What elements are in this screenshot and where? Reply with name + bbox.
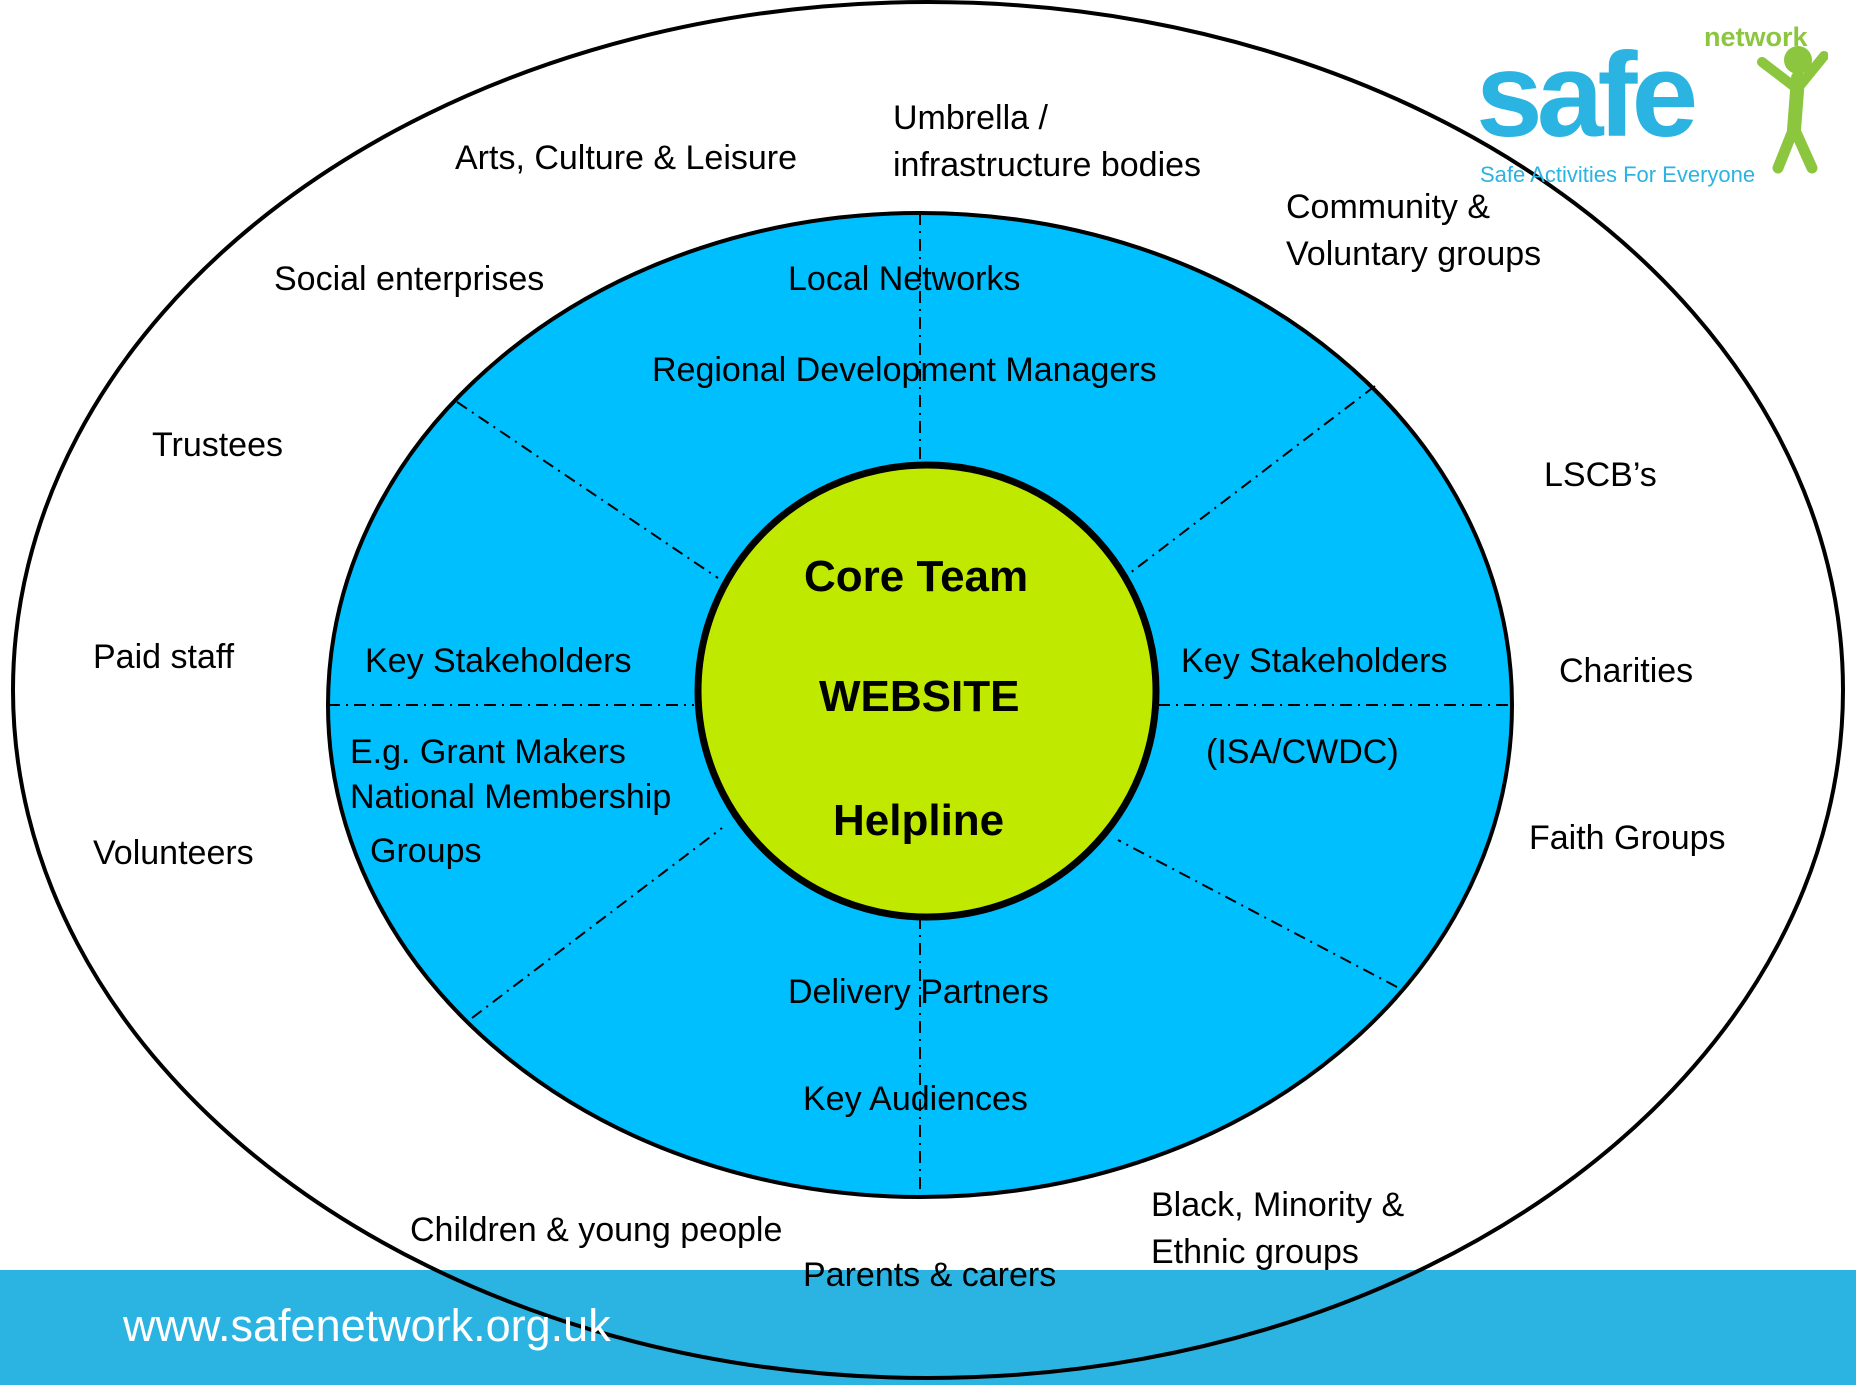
faith-groups-label: Faith Groups	[1529, 819, 1726, 857]
divider-lower-right	[1117, 839, 1398, 988]
logo-safe-wordmark: safe	[1478, 28, 1694, 162]
umbrella-bodies-label: Umbrella / infrastructure bodies	[893, 95, 1201, 189]
community-line2: Voluntary groups	[1286, 234, 1542, 273]
website-label: WEBSITE	[819, 672, 1020, 721]
trustees-label: Trustees	[152, 426, 284, 464]
key-stakeholders-left-example: National Membership	[350, 778, 672, 816]
umbrella-line1: Umbrella /	[893, 99, 1048, 137]
outer-ring	[11, 0, 1845, 1380]
logo-tagline: Safe Activities For Everyone	[1480, 162, 1755, 187]
safe-network-logo: network safe Safe Activities For Everyon…	[1478, 22, 1828, 187]
children-young-people-label: Children & young people	[410, 1211, 783, 1249]
logo-network-text: network	[1704, 22, 1809, 52]
lscb-label: LSCB’s	[1544, 456, 1657, 494]
core-circle	[694, 461, 1160, 921]
charities-label: Charities	[1559, 652, 1694, 690]
community-voluntary-label: Community & Voluntary groups	[1286, 184, 1541, 278]
bme-groups-label: Black, Minority & Ethnic groups	[1151, 1182, 1404, 1276]
key-stakeholders-right-label: Key Stakeholders	[1181, 642, 1448, 680]
bme-line1: Black, Minority &	[1151, 1186, 1405, 1224]
divider-upper-left	[456, 401, 719, 579]
local-networks-label: Local Networks	[788, 260, 1021, 298]
footer-url-link[interactable]: www.safenetwork.org.uk	[123, 1300, 611, 1351]
bme-line2: Ethnic groups	[1151, 1232, 1359, 1271]
logo-figure-icon	[1757, 46, 1828, 174]
delivery-partners-label: Delivery Partners	[788, 973, 1049, 1011]
umbrella-line2: infrastructure bodies	[893, 145, 1202, 184]
regional-managers-label: Regional Development Managers	[652, 351, 1157, 389]
arts-culture-label: Arts, Culture & Leisure	[455, 139, 798, 177]
core-team-label: Core Team	[804, 552, 1029, 601]
divider-lower-left	[471, 827, 723, 1019]
footer-bar	[0, 1270, 1856, 1385]
social-enterprises-label: Social enterprises	[274, 260, 545, 298]
paid-staff-label: Paid staff	[93, 638, 235, 676]
key-stakeholders-left-example: Groups	[370, 832, 482, 870]
key-stakeholders-right-example: (ISA/CWDC)	[1206, 733, 1399, 771]
key-audiences-label: Key Audiences	[803, 1080, 1028, 1118]
community-line1: Community &	[1286, 188, 1491, 226]
key-stakeholders-left-label: Key Stakeholders	[365, 642, 632, 680]
parents-carers-label: Parents & carers	[803, 1256, 1057, 1294]
volunteers-label: Volunteers	[93, 834, 254, 872]
key-stakeholders-left-example: E.g. Grant Makers	[350, 733, 626, 771]
helpline-label: Helpline	[833, 796, 1005, 845]
